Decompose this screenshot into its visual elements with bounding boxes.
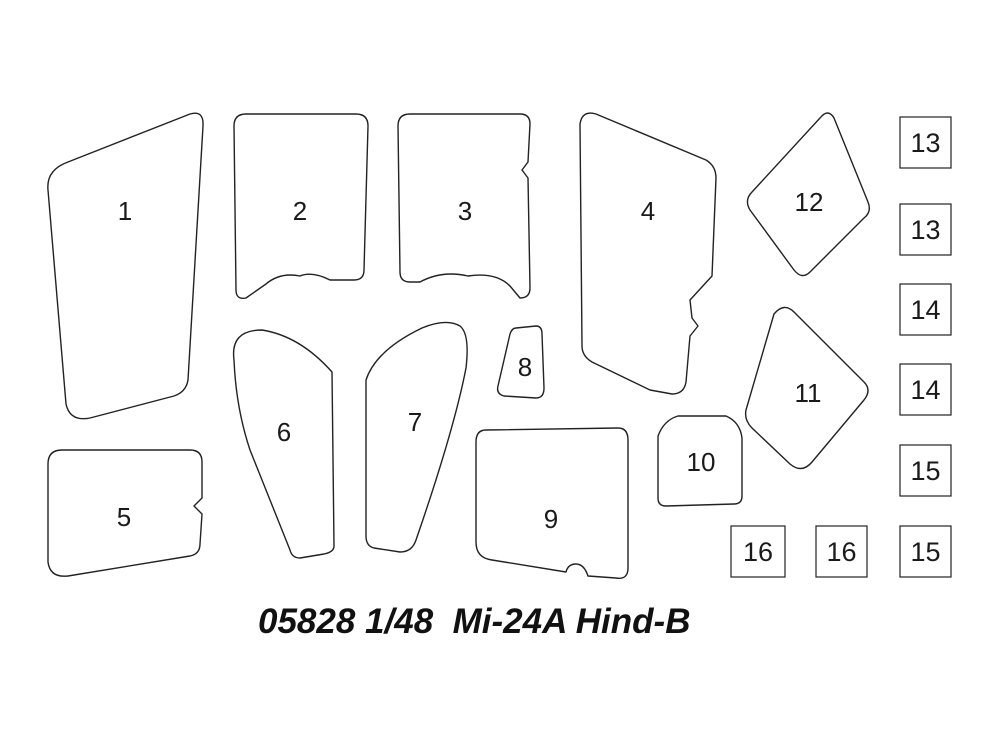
box-14a: 14: [899, 283, 952, 336]
box-14b-label: 14: [910, 375, 940, 405]
box-15a: 15: [899, 444, 952, 497]
box-13a: 13: [899, 116, 952, 169]
box-13a-label: 13: [910, 128, 940, 158]
part-6-mask: 6: [232, 329, 335, 559]
part-9-mask: 9: [475, 427, 629, 579]
part-7-label: 7: [408, 407, 422, 437]
box-13b: 13: [899, 203, 952, 256]
part-12-mask: 12: [746, 112, 871, 277]
part-9-label: 9: [544, 504, 558, 534]
box-14b: 14: [899, 363, 952, 416]
part-11-mask: 11: [744, 306, 869, 470]
box-16a: 16: [730, 525, 786, 578]
box-13b-label: 13: [910, 215, 940, 245]
part-5-label: 5: [117, 502, 131, 532]
box-15b-label: 15: [910, 537, 940, 567]
part-10-label: 10: [687, 447, 716, 477]
part-5-mask: 5: [47, 449, 203, 577]
part-1-mask: 1: [47, 112, 204, 420]
part-8-mask: 8: [496, 325, 545, 399]
part-4-label: 4: [641, 196, 655, 226]
box-16a-label: 16: [743, 537, 773, 567]
box-14a-label: 14: [910, 295, 940, 325]
part-3-mask: 3: [397, 113, 531, 299]
part-7-mask: 7: [365, 321, 468, 553]
box-16b: 16: [815, 525, 868, 578]
box-15a-label: 15: [910, 456, 940, 486]
box-15b: 15: [899, 525, 952, 578]
part-11-label: 11: [795, 378, 822, 408]
part-6-label: 6: [277, 417, 291, 447]
part-2-mask: 2: [233, 113, 369, 300]
part-10-mask: 10: [657, 415, 743, 507]
box-16b-label: 16: [826, 537, 856, 567]
part-8-label: 8: [518, 352, 532, 382]
part-12-label: 12: [795, 187, 824, 217]
sheet-caption: 05828 1/48 Mi-24A Hind-B: [258, 602, 690, 641]
part-1-label: 1: [118, 196, 132, 226]
part-4-mask: 4: [579, 112, 717, 395]
part-3-label: 3: [458, 196, 472, 226]
part-2-label: 2: [293, 196, 307, 226]
